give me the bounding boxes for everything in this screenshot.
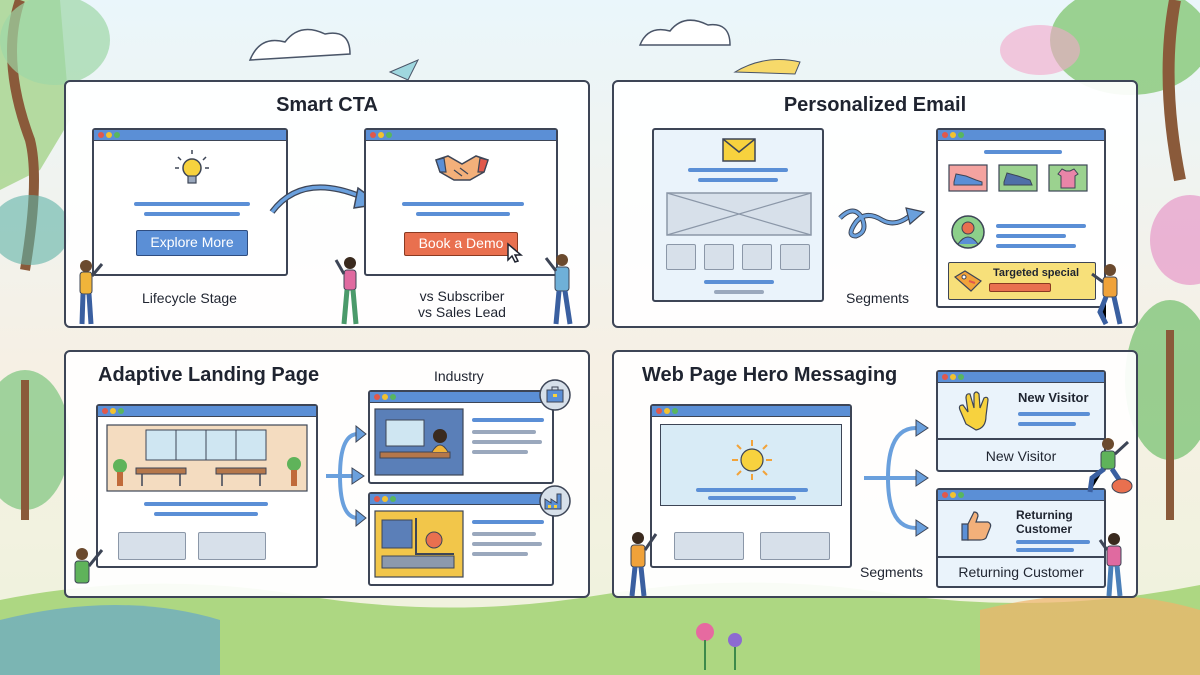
person-kneeling-icon: [1091, 264, 1123, 326]
user-avatar-icon: [951, 215, 985, 249]
lightbulb-icon: [175, 150, 209, 184]
segments-label: Segments: [860, 564, 924, 580]
hero-messaging-panel: Web Page Hero Messaging Segments: [612, 350, 1138, 598]
new-visitor-window: New Visitor New Visitor: [936, 370, 1106, 472]
adaptive-landing-panel: Adaptive Landing Page Industry: [64, 350, 590, 598]
panel-title: Adaptive Landing Page: [98, 364, 320, 386]
industry-label: Industry: [434, 368, 484, 384]
factory-floor-image: [374, 510, 464, 578]
person-sitting-icon: [1087, 438, 1133, 494]
person-figure-icon: [334, 257, 359, 325]
email-template-window: [652, 128, 824, 302]
person-figure-icon: [544, 254, 573, 325]
product-shirt-icon: [1048, 164, 1088, 192]
targeted-offer-box[interactable]: Targeted special: [948, 262, 1096, 300]
handshake-icon: [435, 155, 489, 181]
person-figure-icon: [1098, 533, 1123, 597]
mouse-cursor-icon: [507, 242, 524, 263]
browser-window-lifecycle: Explore More: [92, 128, 288, 276]
hero-page-window: [650, 404, 852, 568]
person-figure-icon: [79, 260, 104, 325]
segments-label: Segments: [846, 290, 910, 306]
book-a-demo-button[interactable]: Book a Demo: [404, 232, 518, 256]
segment-label-line2: vs Sales Lead: [418, 304, 506, 320]
returning-customer-window: Returning Customer Returning Customer: [936, 488, 1106, 588]
branch-arrows-icon: [864, 419, 929, 537]
targeted-special-label: Targeted special: [993, 267, 1079, 279]
smart-cta-panel: Smart CTA Explore More Book a Demo: [64, 80, 590, 328]
tech-workspace-image: [374, 408, 464, 476]
cloud-left: [248, 28, 351, 61]
price-tag-icon: [953, 270, 982, 292]
office-scene-image: [106, 424, 308, 492]
personalized-email-panel: Personalized Email Segments: [612, 80, 1138, 328]
returning-card-label-line2: Customer: [1016, 522, 1073, 536]
industry-manufacturing-window: [368, 492, 554, 586]
new-visitor-label: New Visitor: [985, 448, 1057, 464]
browser-window-demo: Book a Demo: [364, 128, 558, 276]
product-shoe-icon: [948, 164, 988, 192]
personalized-email-window: Targeted special: [936, 128, 1106, 308]
image-placeholder-icon: [666, 192, 812, 236]
explore-more-button[interactable]: Explore More: [136, 230, 248, 256]
industry-tech-window: [368, 390, 554, 484]
returning-card-label-line1: Returning: [1016, 508, 1073, 522]
factory-icon: [539, 485, 571, 517]
waving-hand-icon: [958, 391, 989, 431]
thumbs-up-icon: [961, 511, 992, 541]
sun-icon: [732, 440, 772, 480]
branch-arrows-icon: [326, 424, 367, 528]
panel-title: Personalized Email: [783, 94, 967, 116]
envelope-icon: [722, 138, 756, 162]
panel-title: Web Page Hero Messaging: [642, 364, 898, 386]
segment-label-line1: vs Subscriber: [419, 288, 505, 304]
cloud-right: [638, 19, 731, 46]
lifecycle-stage-label: Lifecycle Stage: [142, 290, 237, 306]
person-pointing-icon: [74, 548, 104, 584]
person-pointing-icon: [629, 532, 658, 597]
returning-customer-label: Returning Customer: [958, 564, 1084, 580]
product-sneaker-icon: [998, 164, 1038, 192]
panel-title: Smart CTA: [276, 94, 378, 116]
landing-page-window: [96, 404, 318, 568]
new-visitor-card-label: New Visitor: [1018, 390, 1089, 405]
squiggle-arrow-icon: [838, 207, 926, 239]
briefcase-icon: [539, 379, 571, 411]
